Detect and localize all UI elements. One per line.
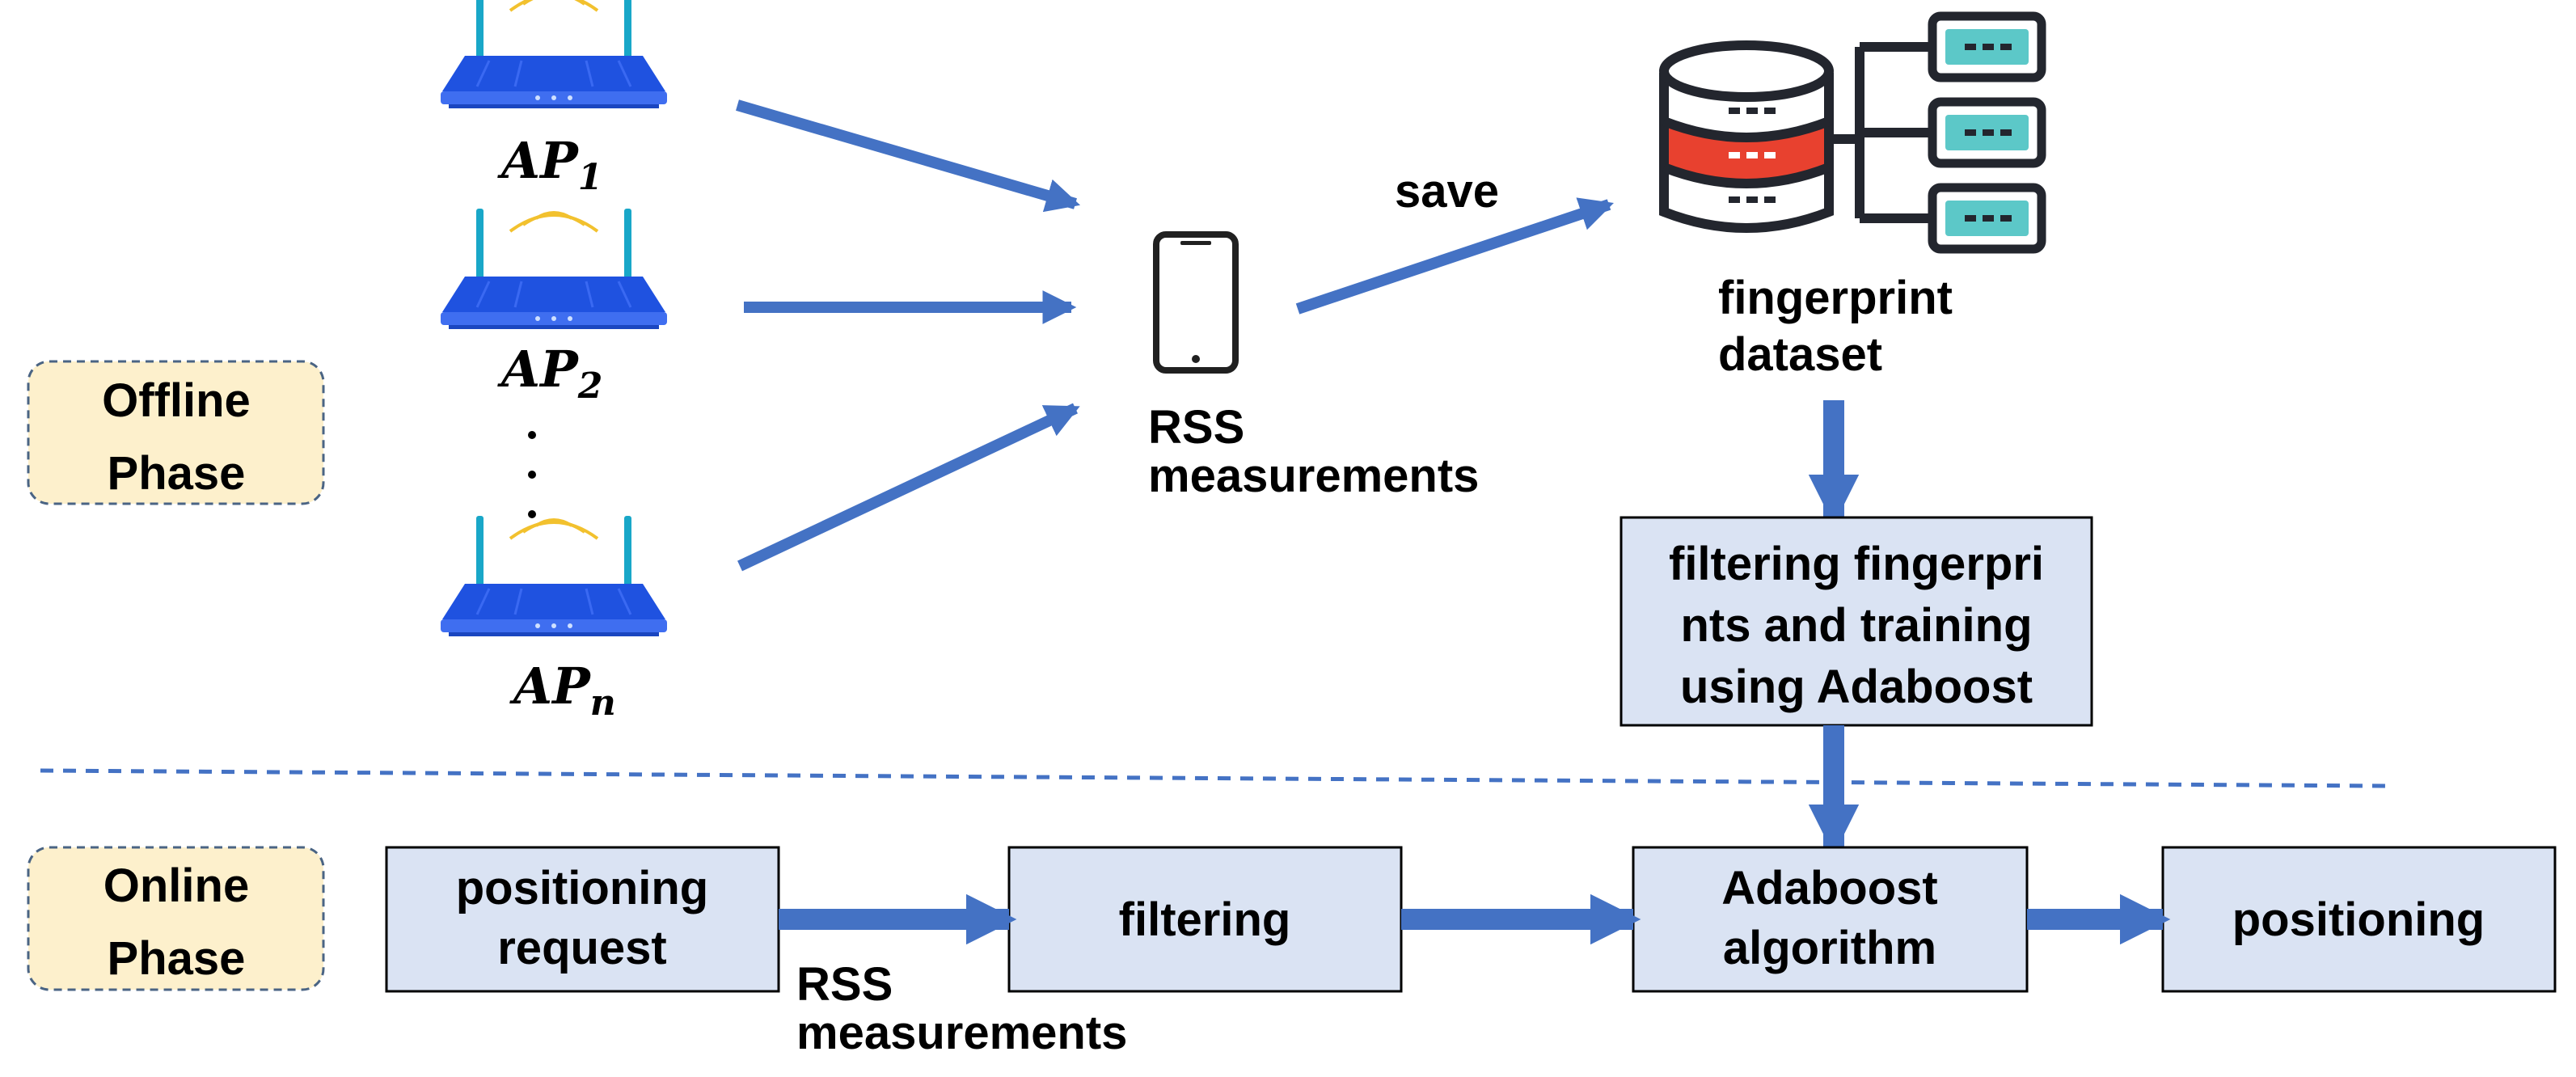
adaboost-line-2: algorithm — [1723, 922, 1936, 974]
arrow-ap1-to-phone — [736, 99, 1081, 213]
fingerprint-dataset-line-1: fingerprint — [1718, 272, 1953, 324]
positioning-request-line-1: positioning — [456, 862, 709, 914]
rss-measurements-offline-line-2: measurements — [1148, 450, 1479, 502]
access-point-n: APn — [439, 514, 669, 724]
ap-n-label: APn — [509, 657, 616, 724]
database-icon — [1659, 11, 2046, 254]
router-icon — [439, 514, 669, 638]
access-point-2: AP2 — [439, 207, 669, 407]
adaboost-line-1: Adaboost — [1721, 862, 1937, 914]
positioning-box: positioning — [2161, 846, 2557, 993]
positioning-request-box: positioning request — [385, 846, 780, 993]
positioning-request-line-2: request — [497, 922, 667, 974]
rss-measurements-online-line-2: measurements — [796, 1007, 1127, 1059]
filtering-training-line-3: using Adaboost — [1680, 661, 2033, 713]
offline-phase-label: Offline Phase — [27, 360, 325, 505]
arrow-apn-to-phone — [737, 403, 1080, 572]
smartphone-icon — [1153, 231, 1239, 374]
online-phase-label: Online Phase — [27, 846, 325, 991]
filtering-training-line-2: nts and training — [1681, 599, 2033, 652]
online-phase-line-1: Online — [103, 859, 249, 912]
online-phase-line-2: Phase — [108, 932, 246, 985]
ap-1-label: AP1 — [497, 131, 602, 198]
filtering-label: filtering — [1119, 893, 1291, 946]
phase-divider — [40, 768, 2386, 788]
fingerprint-dataset-line-2: dataset — [1718, 328, 1882, 381]
router-icon — [439, 0, 669, 110]
arrow-phone-to-dataset — [1295, 197, 1614, 315]
filtering-training-line-1: filtering fingerpri — [1669, 538, 2044, 590]
offline-phase-line-2: Phase — [108, 447, 246, 500]
filtering-training-box: filtering fingerpri nts and training usi… — [1620, 516, 2093, 727]
positioning-label: positioning — [2232, 893, 2485, 946]
ap-ellipsis — [528, 431, 536, 518]
filtering-box: filtering — [1007, 846, 1403, 993]
router-icon — [439, 207, 669, 331]
adaboost-box: Adaboost algorithm — [1632, 846, 2029, 993]
rss-measurements-offline-line-1: RSS — [1148, 401, 1244, 454]
rss-measurements-online-line-1: RSS — [796, 958, 893, 1011]
save-label: save — [1395, 165, 1499, 218]
offline-phase-line-1: Offline — [102, 374, 251, 427]
ap-2-label: AP2 — [497, 340, 602, 407]
access-point-1: AP1 — [439, 0, 669, 198]
